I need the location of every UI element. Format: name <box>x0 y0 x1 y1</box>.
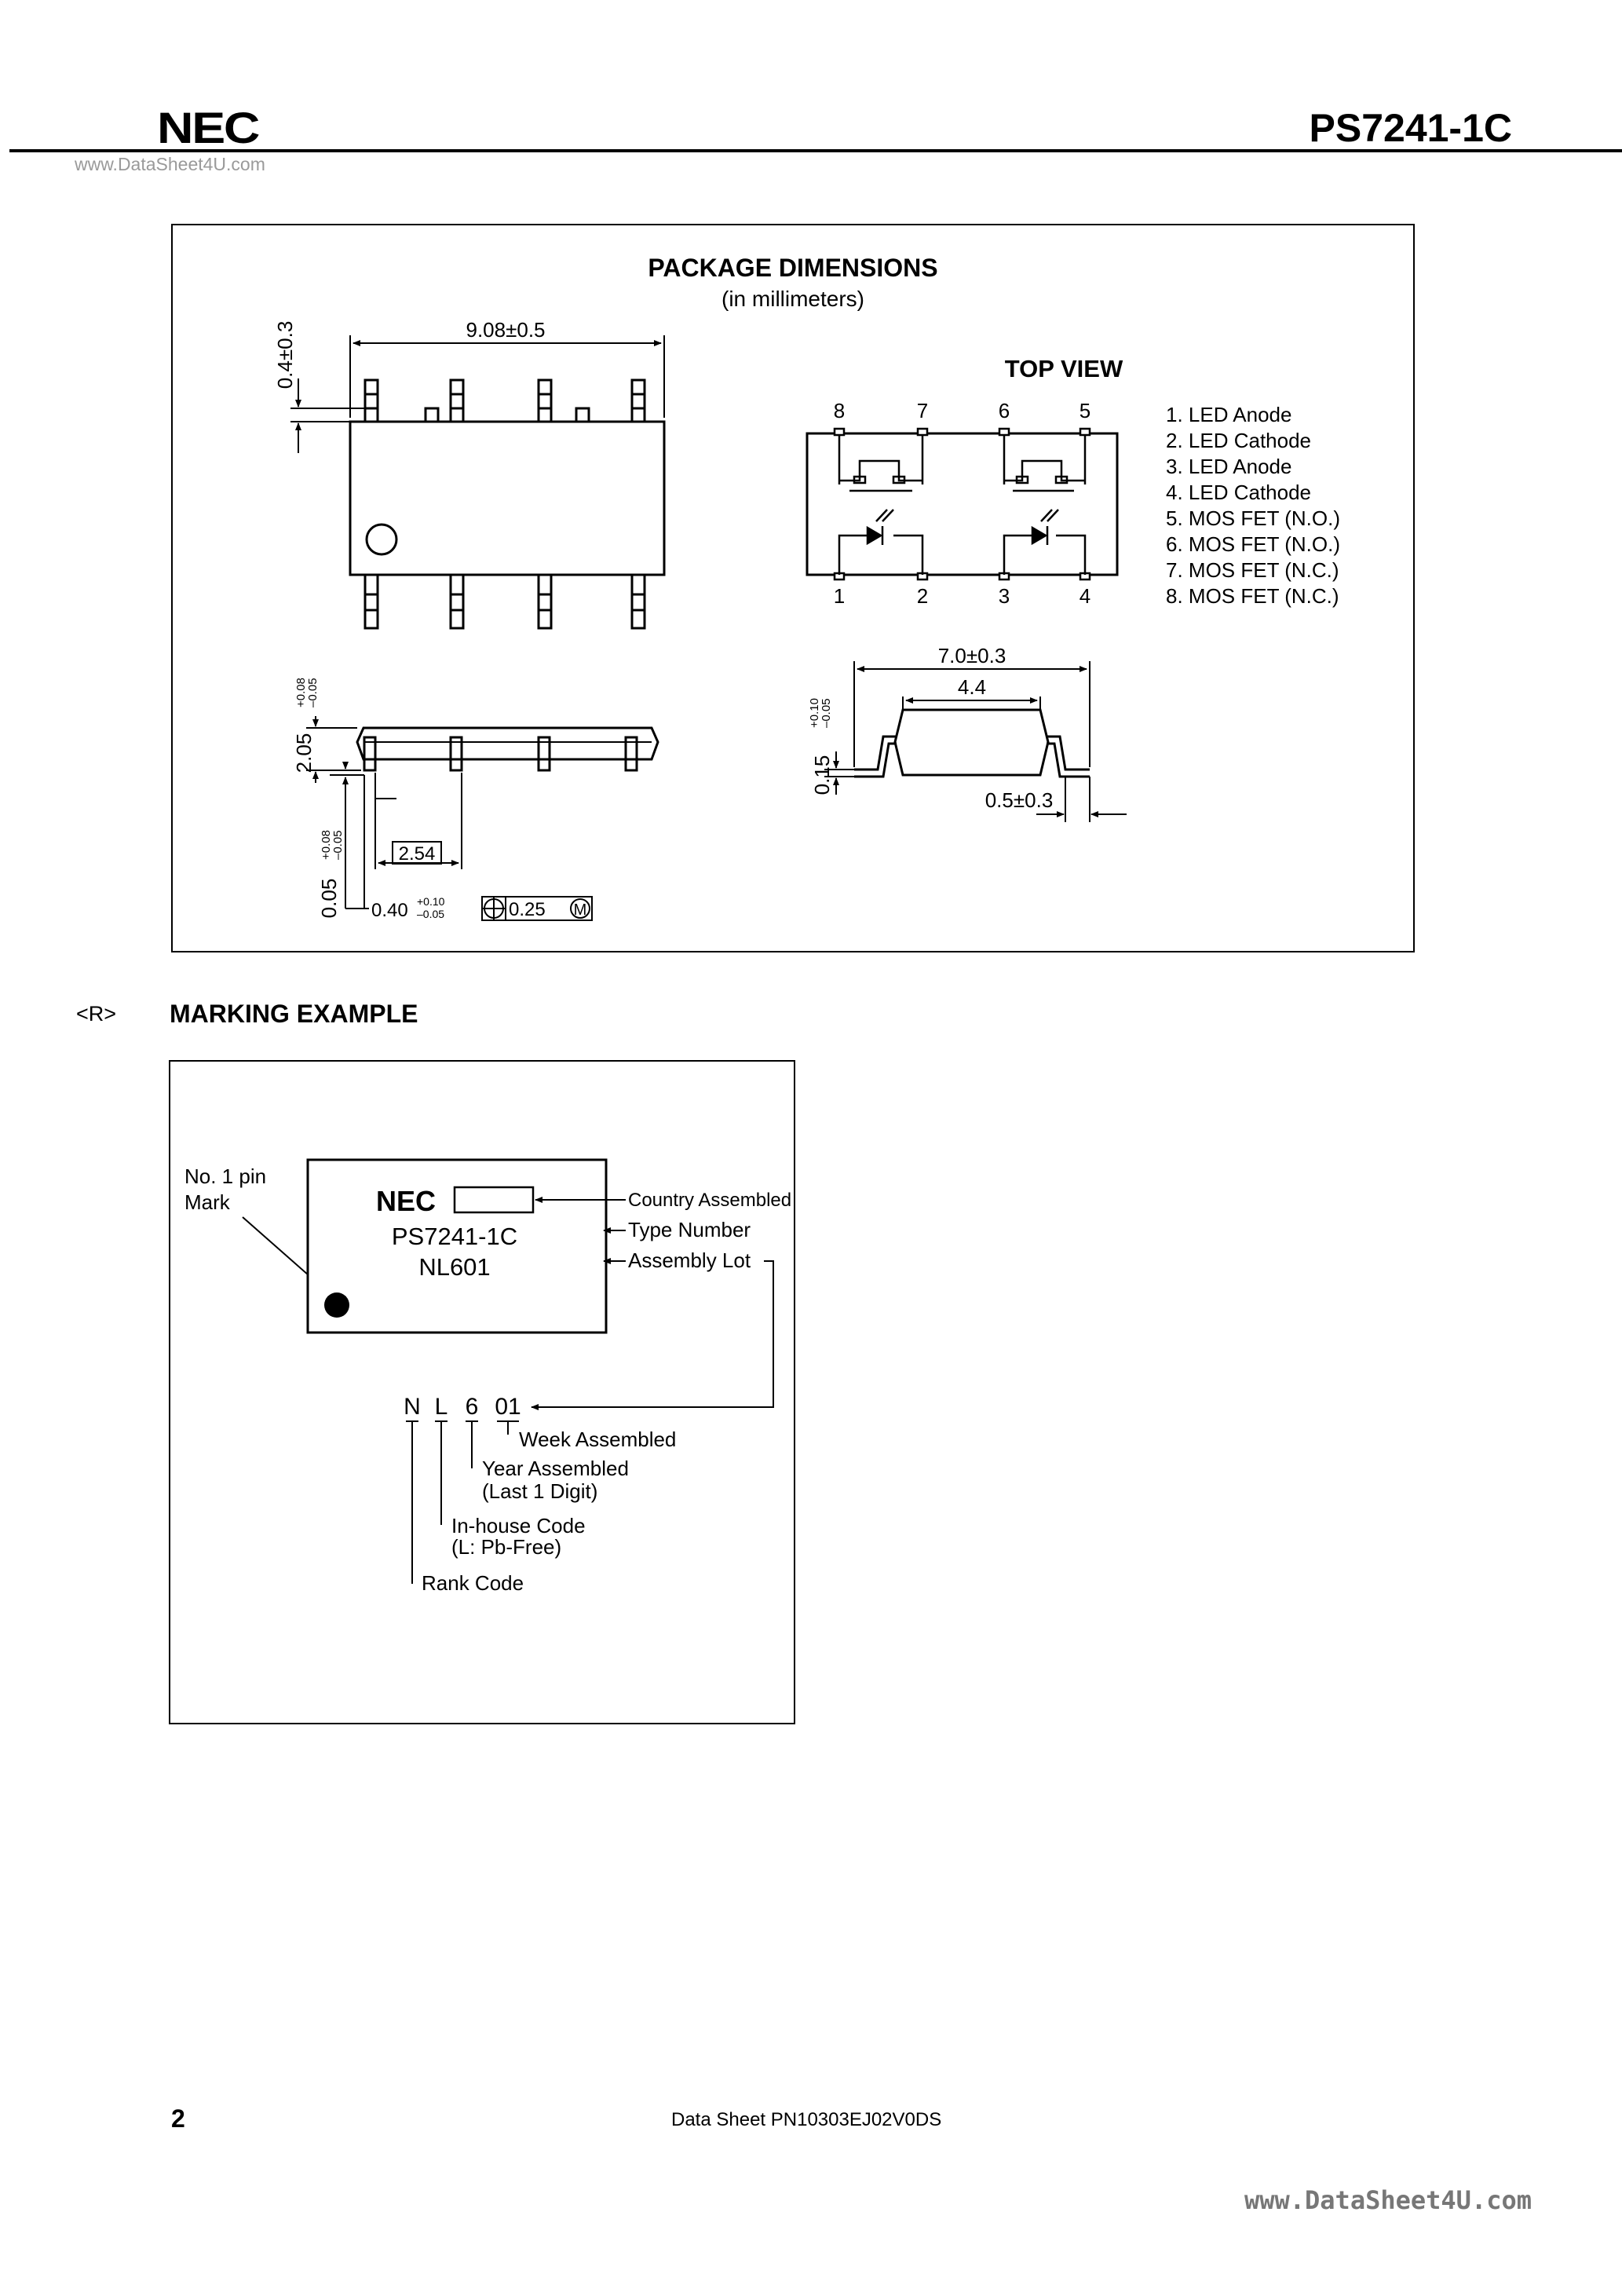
pin-num-4: 4 <box>1080 584 1090 608</box>
package-subtitle: (in millimeters) <box>721 287 864 311</box>
country-code-box <box>453 1186 535 1214</box>
pin-num-7: 7 <box>917 399 928 422</box>
pin-num-5: 5 <box>1080 399 1090 422</box>
dim-length: 9.08±0.5 <box>466 318 545 342</box>
pin-num-1: 1 <box>834 584 845 608</box>
lot-char-l: L <box>435 1394 448 1420</box>
page-number: 2 <box>171 2104 185 2133</box>
pin-list-2: 2. LED Cathode <box>1166 429 1311 452</box>
lot-char-n: N <box>404 1394 421 1420</box>
lot-char-year: 6 <box>466 1394 479 1420</box>
rank-label: Rank Code <box>422 1571 524 1595</box>
header-rule <box>9 149 1622 152</box>
pin-num-2: 2 <box>917 584 928 608</box>
week-label: Week Assembled <box>519 1428 676 1451</box>
label-lot: Assembly Lot <box>628 1249 751 1272</box>
dim-lead-w: 0.40 <box>371 900 408 921</box>
dim-width-body: 4.4 <box>958 675 986 699</box>
dim-height-tol-minus: –0.05 <box>306 678 320 707</box>
marking-drawing: No. 1 pin Mark NEC PS7241-1C NL601 Count… <box>184 1158 791 1595</box>
pin-list-8: 8. MOS FET (N.C.) <box>1166 584 1339 608</box>
watermark-bottom[interactable]: www.DataSheet4U.com <box>1244 2185 1532 2215</box>
inhouse-label-1: In-house Code <box>451 1514 586 1537</box>
dim-height-tol-plus: +0.08 <box>294 678 308 707</box>
dim-position-tol: 0.25 <box>509 899 546 920</box>
package-dimensions-box: PACKAGE DIMENSIONS (in millimeters) <box>171 224 1415 952</box>
dim-lead-w-tol-plus: +0.10 <box>417 895 445 908</box>
document-id: Data Sheet PN10303EJ02V0DS <box>671 2109 942 2130</box>
pin-mark-label-2: Mark <box>184 1190 231 1214</box>
dim-lead-width-v: 0.4±0.3 <box>273 321 297 389</box>
dim-lead-thick-tol-plus: +0.10 <box>808 698 821 728</box>
dim-standoff: 0.05 <box>317 879 341 919</box>
top-view-label: TOP VIEW <box>1005 355 1123 382</box>
end-view <box>854 708 1090 778</box>
dim-pitch: 2.54 <box>399 843 436 865</box>
pin-list-7: 7. MOS FET (N.C.) <box>1166 558 1339 582</box>
pin-list-6: 6. MOS FET (N.O.) <box>1166 532 1340 556</box>
pin-num-8: 8 <box>834 399 845 422</box>
pin-num-6: 6 <box>999 399 1010 422</box>
dim-lead-thick-tol-minus: –0.05 <box>820 698 833 728</box>
dim-standoff-tol-minus: –0.05 <box>331 830 345 860</box>
chip-lot: NL601 <box>418 1253 490 1281</box>
pin-list-3: 3. LED Anode <box>1166 455 1291 478</box>
chip-type: PS7241-1C <box>392 1223 517 1250</box>
product-title: PS7241-1C <box>1309 106 1513 150</box>
package-title: PACKAGE DIMENSIONS <box>648 254 937 282</box>
label-type: Type Number <box>628 1218 751 1241</box>
top-view-schematic <box>806 427 1119 581</box>
lot-char-week: 01 <box>495 1394 521 1420</box>
nec-logo: NEC <box>157 103 260 152</box>
marking-example-box: No. 1 pin Mark NEC PS7241-1C NL601 Count… <box>169 1060 795 1724</box>
label-country: Country Assembled <box>628 1190 791 1211</box>
dim-lead-thick: 0.15 <box>810 755 834 795</box>
pin-list-4: 4. LED Cathode <box>1166 481 1311 504</box>
watermark-top[interactable]: www.DataSheet4U.com <box>75 154 265 174</box>
side-view <box>356 726 659 775</box>
revision-mark: <R> <box>76 1002 117 1026</box>
year-label-2: (Last 1 Digit) <box>482 1479 597 1503</box>
inhouse-label-2: (L: Pb-Free) <box>451 1535 561 1559</box>
dim-foot: 0.5±0.3 <box>985 788 1054 812</box>
dim-width-total: 7.0±0.3 <box>938 644 1006 667</box>
dim-lead-w-tol-minus: –0.05 <box>417 908 444 920</box>
pin1-dot <box>324 1292 349 1318</box>
dim-height: 2.05 <box>292 733 316 773</box>
dim-standoff-tol-plus: +0.08 <box>320 830 333 860</box>
package-drawing: PACKAGE DIMENSIONS (in millimeters) <box>273 254 1340 921</box>
pin-num-3: 3 <box>999 584 1010 608</box>
year-label-1: Year Assembled <box>482 1457 629 1480</box>
chip-brand: NEC <box>376 1185 436 1217</box>
top-outline-view <box>349 378 666 630</box>
dim-position-mod: M <box>574 901 587 919</box>
marking-title: MARKING EXAMPLE <box>170 1000 418 1028</box>
pin-list-5: 5. MOS FET (N.O.) <box>1166 506 1340 530</box>
pin-mark-label-1: No. 1 pin <box>184 1164 266 1188</box>
pin-list-1: 1. LED Anode <box>1166 403 1291 426</box>
